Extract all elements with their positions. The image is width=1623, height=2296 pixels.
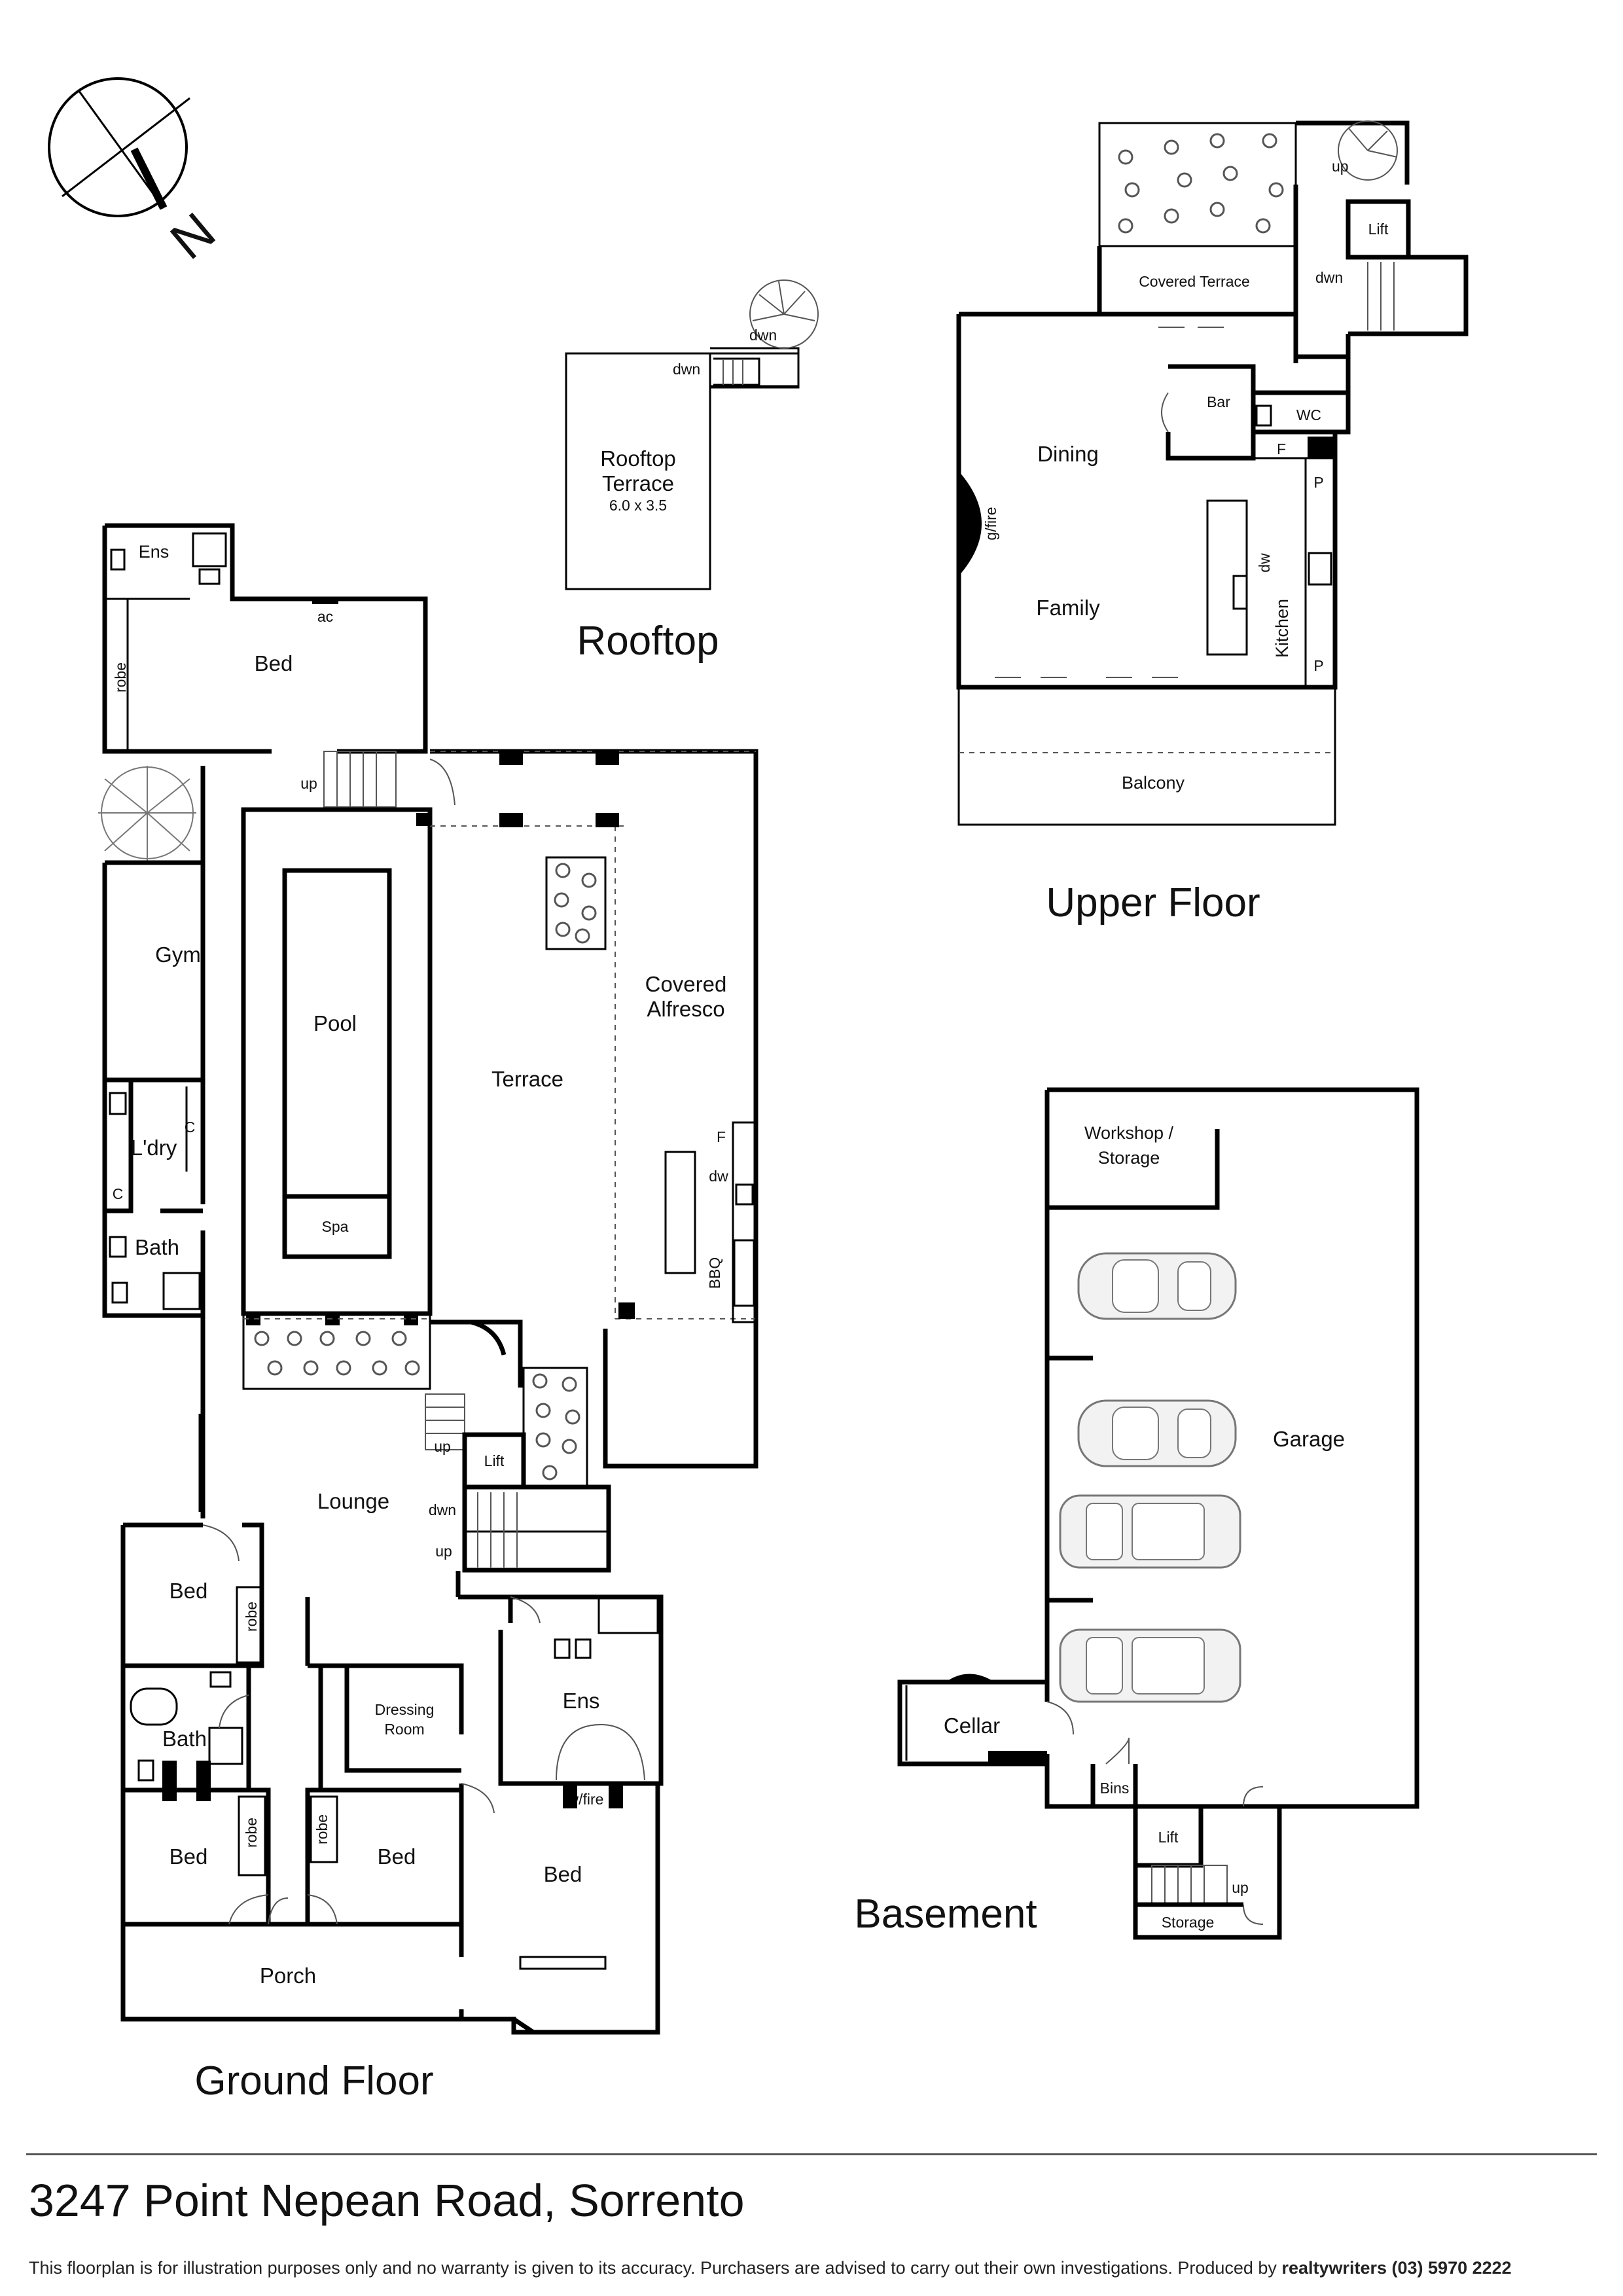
basement-lift-label: Lift	[1158, 1829, 1179, 1846]
ground-c-label-2: C	[113, 1185, 124, 1202]
compass-north-label: N	[160, 202, 226, 270]
basement-garage-label: Garage	[1273, 1427, 1345, 1451]
basement-title: Basement	[854, 1892, 1037, 1937]
ground-floor-title: Ground Floor	[194, 2058, 433, 2104]
ground-ens-low-label: Ens	[563, 1689, 600, 1713]
car-1	[1077, 1252, 1237, 1320]
basement-cellar-label: Cellar	[944, 1713, 1000, 1738]
upper-p-label-1: P	[1313, 474, 1323, 491]
upper-wc-label: WC	[1296, 406, 1321, 423]
ground-dw-label: dw	[709, 1168, 728, 1185]
rooftop-plan: dwn dwn Rooftop Terrace 6.0 x 3.5 Roofto…	[565, 279, 819, 664]
ground-gym-label: Gym	[155, 942, 201, 967]
ground-up-mid-label: up	[434, 1438, 451, 1455]
ground-up-top-label: up	[300, 775, 317, 792]
upper-lift-label: Lift	[1368, 221, 1389, 238]
ground-covered-alfresco-label-2: Alfresco	[647, 997, 724, 1021]
upper-dwn-label: dwn	[1315, 269, 1343, 286]
disclaimer-body: This floorplan is for illustration purpo…	[29, 2258, 1282, 2278]
rooftop-terrace-label-1: Rooftop	[600, 446, 676, 471]
ground-spa-label: Spa	[322, 1218, 349, 1235]
basement-up-label: up	[1232, 1879, 1249, 1896]
upper-kitchen-label: Kitchen	[1272, 599, 1292, 658]
ground-robe-top-label: robe	[112, 662, 129, 692]
upper-floor-plan: up Lift dwn Covered Terrace Bar WC F P P	[956, 120, 1469, 925]
ground-dressing-label-2: Room	[384, 1721, 424, 1738]
ground-bed-master-label: Bed	[544, 1862, 582, 1886]
basement-workshop-label-2: Storage	[1098, 1148, 1160, 1168]
ground-bed-mid-label: Bed	[378, 1844, 416, 1869]
ground-ens-top-label: Ens	[139, 542, 169, 562]
car-3	[1059, 1494, 1241, 1569]
upper-p-label-2: P	[1313, 657, 1323, 674]
ground-c-label-1: C	[185, 1119, 196, 1136]
producer-credit: realtywriters (03) 5970 2222	[1281, 2258, 1512, 2278]
upper-dining-label: Dining	[1037, 442, 1099, 466]
ground-bath-top-label: Bath	[135, 1235, 179, 1259]
upper-gfire-label: g/fire	[982, 507, 999, 540]
ground-bbq-label: BBQ	[706, 1257, 723, 1289]
rooftop-title: Rooftop	[577, 619, 719, 664]
ground-lift-label: Lift	[484, 1452, 505, 1469]
ground-f-label: F	[717, 1128, 726, 1145]
car-2	[1077, 1399, 1237, 1467]
upper-dw-label: dw	[1256, 553, 1273, 573]
upper-balcony-label: Balcony	[1122, 773, 1185, 793]
rooftop-dwn-1: dwn	[673, 361, 700, 378]
ground-covered-alfresco-label-1: Covered	[645, 972, 727, 996]
ground-ac-label: ac	[317, 608, 333, 625]
ground-robe-sw-label: robe	[243, 1818, 260, 1848]
ground-robe-left-label: robe	[243, 1602, 260, 1632]
disclaimer-text: This floorplan is for illustration purpo…	[29, 2258, 1512, 2278]
car-4	[1059, 1628, 1241, 1703]
ground-robe-mid-label: robe	[313, 1814, 330, 1844]
basement-workshop-label-1: Workshop /	[1084, 1123, 1174, 1143]
ground-bed-top-label: Bed	[255, 651, 293, 675]
ground-bath-low-label: Bath	[162, 1727, 207, 1751]
ground-lounge-label: Lounge	[317, 1489, 389, 1513]
basement-plan: Workshop / Storage Garage	[854, 1087, 1419, 1940]
ground-bed-left-label: Bed	[169, 1579, 208, 1603]
upper-up-label: up	[1332, 158, 1349, 175]
rooftop-terrace-dims: 6.0 x 3.5	[609, 497, 667, 514]
basement-storage-label: Storage	[1162, 1914, 1215, 1931]
upper-f-label: F	[1277, 440, 1286, 457]
footer-divider	[26, 2153, 1597, 2155]
ground-porch-label: Porch	[260, 1964, 316, 1988]
rooftop-terrace-label-2: Terrace	[602, 471, 674, 495]
upper-bar-label: Bar	[1207, 393, 1230, 410]
ground-bed-sw-label: Bed	[169, 1844, 208, 1869]
ground-floor-plan: Ens ac Bed robe up Gym L'dry C C	[98, 523, 758, 2104]
upper-floor-title: Upper Floor	[1046, 880, 1260, 925]
ground-ldry-label: L'dry	[131, 1136, 177, 1160]
basement-bins-label: Bins	[1100, 1780, 1130, 1797]
ground-dressing-label-1: Dressing	[375, 1701, 435, 1718]
property-address: 3247 Point Nepean Road, Sorrento	[29, 2175, 745, 2226]
rooftop-dwn-2: dwn	[749, 327, 777, 344]
upper-family-label: Family	[1036, 596, 1100, 620]
compass: N	[48, 77, 226, 270]
ground-dwn-label: dwn	[429, 1501, 456, 1518]
ground-terrace-label: Terrace	[491, 1067, 563, 1091]
upper-covered-terrace-label: Covered Terrace	[1139, 273, 1250, 290]
ground-up-low-label: up	[435, 1543, 452, 1560]
ground-pool-label: Pool	[313, 1011, 357, 1035]
